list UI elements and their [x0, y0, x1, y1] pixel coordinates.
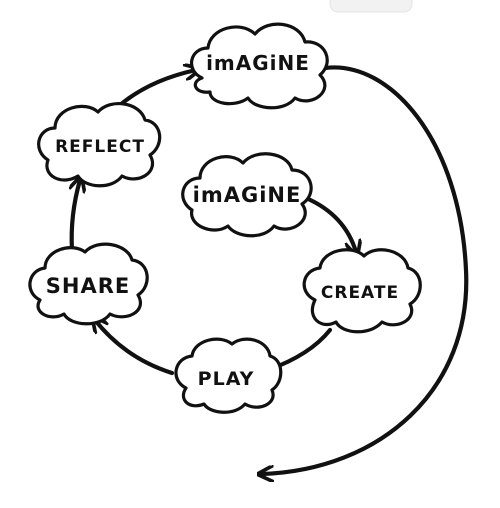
cloud-shape — [190, 22, 329, 110]
node-imagine-top: imAGiNE — [190, 22, 329, 110]
cloud-shape — [181, 152, 313, 238]
arrow-spiral-outward — [262, 65, 469, 474]
arrow-imagine-to-create — [303, 195, 356, 252]
arrow-reflect-to-imagine — [117, 70, 196, 108]
cloud-shape — [174, 337, 283, 414]
arrow-play-to-share — [95, 320, 175, 376]
arrow-share-to-reflect — [72, 180, 80, 253]
node-label: CREATE — [321, 283, 399, 303]
node-label: imAGiNE — [206, 51, 310, 75]
cloud-shape — [37, 102, 162, 188]
node-reflect: REFLECT — [37, 102, 162, 188]
node-label: PLAY — [198, 368, 255, 390]
node-label: SHARE — [46, 274, 130, 298]
node-imagine-center: imAGiNE — [181, 152, 313, 238]
top-tab — [329, 0, 413, 13]
node-share: SHARE — [28, 242, 149, 326]
node-label: REFLECT — [55, 137, 145, 157]
cloud-shape — [28, 242, 149, 326]
cloud-shape — [302, 248, 422, 334]
node-label: imAGiNE — [193, 183, 302, 207]
node-play: PLAY — [174, 337, 283, 414]
node-create: CREATE — [302, 248, 422, 334]
